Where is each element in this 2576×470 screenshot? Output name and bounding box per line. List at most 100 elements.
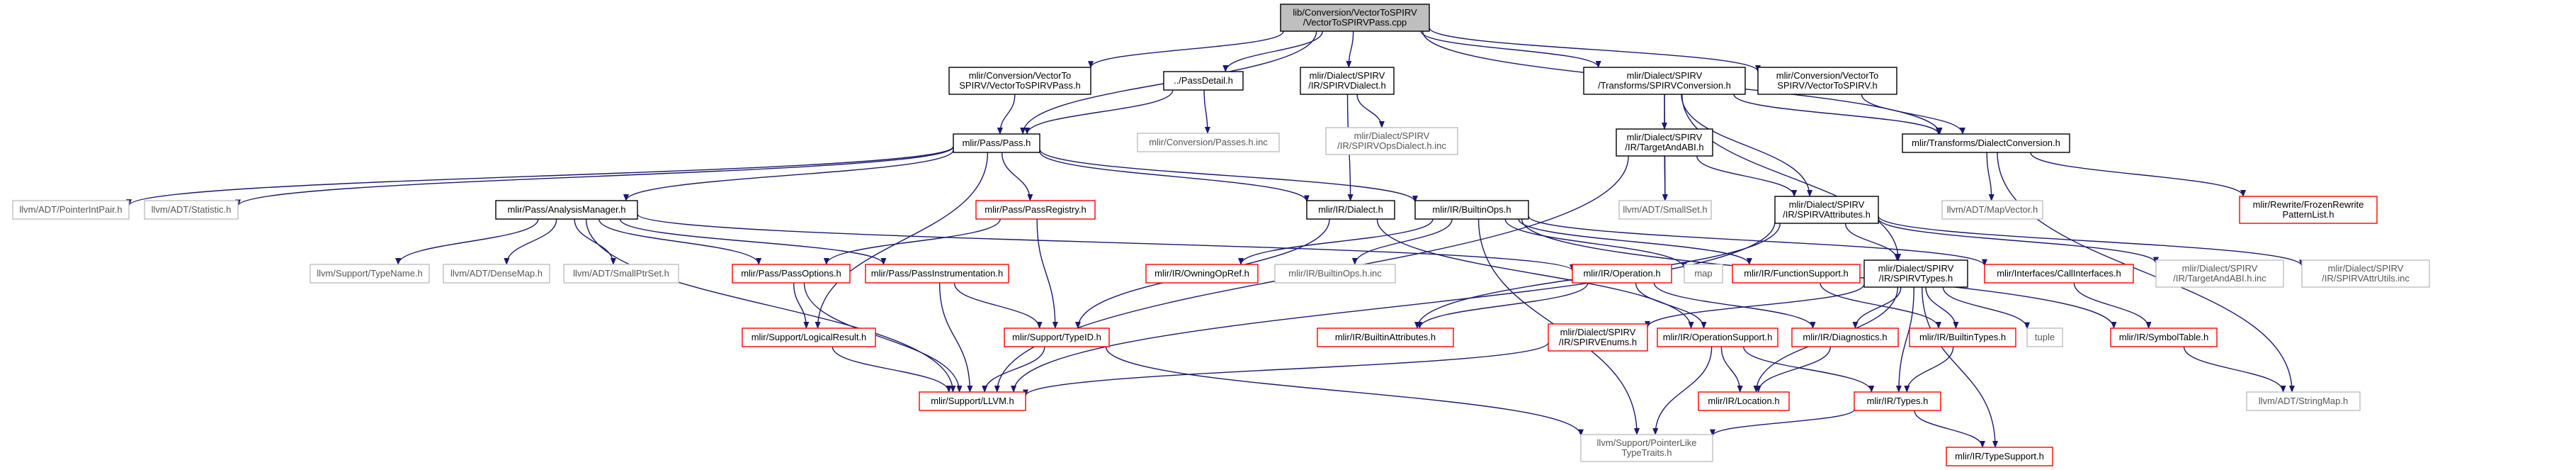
node-location[interactable]: mlir/IR/Location.h	[1698, 391, 1790, 411]
node-tuple: tuple	[2026, 328, 2063, 347]
edge-spirvtypes-to-typesupport	[1921, 286, 1999, 448]
node-label: /IR/SPIRVAttrUtils.inc	[2322, 273, 2410, 284]
node-box	[953, 133, 1040, 153]
node-box	[2239, 196, 2378, 224]
edge-root-to-spirvconv	[1420, 30, 1601, 68]
edge-pass_h-to-statistic	[235, 146, 954, 207]
node-label: mlir/Support/LogicalResult.h	[751, 332, 867, 342]
node-box	[865, 264, 1009, 284]
node-box	[1984, 264, 2134, 284]
node-pass_h[interactable]: mlir/Pass/Pass.h	[953, 133, 1040, 153]
node-root[interactable]: lib/Conversion/VectorToSPIRV/VectorToSPI…	[1280, 4, 1430, 32]
edge-passinstr-to-typeid	[953, 282, 1043, 329]
node-operation[interactable]: mlir/IR/Operation.h	[1572, 264, 1672, 284]
node-label: mlir/Pass/PassRegistry.h	[985, 204, 1086, 215]
node-box	[1137, 133, 1280, 152]
node-typeid[interactable]: mlir/Support/TypeID.h	[1004, 328, 1110, 347]
node-box	[2301, 259, 2430, 288]
node-label: lib/Conversion/VectorToSPIRV	[1293, 7, 1417, 18]
node-dialectconv[interactable]: mlir/Transforms/DialectConversion.h	[1902, 133, 2070, 153]
node-targetabi[interactable]: mlir/Dialect/SPIRV/IR/TargetAndABI.h	[1616, 128, 1713, 157]
node-vtsp_h[interactable]: mlir/Conversion/VectorToSPIRV/VectorToSP…	[948, 67, 1091, 95]
edge-root-to-vtsp_h	[1088, 30, 1284, 69]
node-funcsupport[interactable]: mlir/IR/FunctionSupport.h	[1732, 264, 1861, 284]
node-smallset: llvm/ADT/SmallSet.h	[1618, 200, 1712, 220]
node-label: ../PassDetail.h	[1174, 75, 1233, 86]
node-builtinops[interactable]: mlir/IR/BuiltinOps.h	[1414, 200, 1529, 220]
node-diagnostics[interactable]: mlir/IR/Diagnostics.h	[1791, 328, 1899, 347]
node-label: /IR/SPIRVEnums.h	[1559, 337, 1637, 347]
node-box	[948, 67, 1091, 95]
node-symboltable[interactable]: mlir/IR/SymbolTable.h	[2110, 328, 2218, 347]
node-builtinattrs[interactable]: mlir/IR/BuiltinAttributes.h	[1317, 328, 1454, 347]
edge-pass_h-to-analysismgr	[623, 150, 954, 201]
node-label: /IR/TargetAndABI.h.inc	[2173, 273, 2266, 284]
node-logicalresult[interactable]: mlir/Support/LogicalResult.h	[742, 328, 876, 347]
node-builtintypes[interactable]: mlir/IR/BuiltinTypes.h	[1909, 328, 2016, 347]
node-dialect_h[interactable]: mlir/IR/Dialect.h	[1306, 200, 1395, 220]
node-passdetail[interactable]: ../PassDetail.h	[1163, 71, 1244, 91]
node-owningopref[interactable]: mlir/IR/OwningOpRef.h	[1145, 264, 1259, 284]
edge-analysismgr-to-densemap	[504, 218, 557, 265]
node-label: mlir/Dialect/SPIRV	[1789, 199, 1865, 210]
edge-spirvattrs-to-support_llvm	[1011, 221, 1776, 393]
node-vts_h[interactable]: mlir/Conversion/VectorToSPIRV/VectorToSP…	[1757, 67, 1897, 95]
node-types_h[interactable]: mlir/IR/Types.h	[1854, 391, 1941, 411]
edge-opsupport-to-location	[1720, 346, 1743, 393]
node-label: llvm/ADT/SmallPtrSet.h	[573, 268, 669, 279]
node-spirvdialect[interactable]: mlir/Dialect/SPIRV/IR/SPIRVDialect.h	[1300, 67, 1395, 95]
edge-opsupport-to-types_h	[1742, 346, 1875, 393]
edge-root-to-vts_h	[1429, 27, 1761, 72]
edge-pass_h-to-dialect_h	[1039, 151, 1310, 203]
node-box	[1572, 264, 1672, 284]
node-box	[1274, 264, 1396, 284]
node-passoptions[interactable]: mlir/Pass/PassOptions.h	[732, 264, 851, 284]
node-label: llvm/ADT/SmallSet.h	[1623, 204, 1707, 215]
node-label: tuple	[2035, 332, 2055, 342]
node-spirvconv[interactable]: mlir/Dialect/SPIRV/Transforms/SPIRVConve…	[1583, 67, 1746, 95]
node-box	[1774, 196, 1879, 224]
node-label: /Transforms/SPIRVConversion.h	[1598, 80, 1731, 91]
edge-builtinops-to-funcsupport	[1518, 218, 1752, 265]
edge-opsupport-to-pointerlike	[1652, 346, 1713, 435]
edge-builtinops-to-owningopref	[1238, 218, 1434, 265]
node-opsupport[interactable]: mlir/IR/OperationSupport.h	[1657, 328, 1778, 347]
edge-pass_h-to-logicalresult	[815, 152, 989, 329]
node-label: mlir/Dialect/SPIRV	[1560, 327, 1636, 337]
node-support_llvm[interactable]: mlir/Support/LLVM.h	[919, 391, 1026, 411]
node-label: mlir/IR/BuiltinTypes.h	[1919, 332, 2006, 342]
node-attrutils_inc: mlir/Dialect/SPIRV/IR/SPIRVAttrUtils.inc	[2301, 259, 2430, 288]
node-analysismgr[interactable]: mlir/Pass/AnalysisManager.h	[495, 200, 638, 220]
edge-spirvtypes-to-diagnostics	[1852, 286, 1902, 329]
node-label: mlir/Conversion/VectorTo	[1776, 70, 1879, 81]
node-box	[1145, 264, 1259, 284]
node-passregistry[interactable]: mlir/Pass/PassRegistry.h	[975, 200, 1096, 220]
node-label: mlir/Pass/PassOptions.h	[741, 268, 841, 279]
node-spirvattrs[interactable]: mlir/Dialect/SPIRV/IR/SPIRVAttributes.h	[1774, 196, 1879, 224]
edge-spirvtypes-to-spirvenums	[1645, 284, 1865, 328]
node-box	[1280, 4, 1430, 32]
node-spirvenums[interactable]: mlir/Dialect/SPIRV/IR/SPIRVEnums.h	[1548, 323, 1648, 352]
node-box	[1163, 71, 1244, 91]
node-box	[1791, 328, 1899, 347]
edge-passdetail-to-pass_h	[1024, 89, 1174, 135]
node-label: mlir/Dialect/SPIRV	[1310, 70, 1385, 81]
node-passinstr[interactable]: mlir/Pass/PassInstrumentation.h	[865, 264, 1009, 284]
node-label: mlir/Dialect/SPIRV	[1354, 130, 1430, 141]
edge-root-to-spirvdialect	[1346, 30, 1354, 68]
edge-passinstr-to-support_llvm	[938, 282, 973, 393]
node-spirvtypes[interactable]: mlir/Dialect/SPIRV/IR/SPIRVTypes.h	[1863, 259, 1968, 288]
node-label: mlir/Pass/PassInstrumentation.h	[871, 268, 1003, 279]
node-typesupport[interactable]: mlir/IR/TypeSupport.h	[1946, 447, 2053, 466]
node-label: PatternList.h	[2283, 209, 2334, 220]
node-label: mlir/IR/SymbolTable.h	[2119, 332, 2208, 342]
node-callifaces[interactable]: mlir/Interfaces/CallInterfaces.h	[1984, 264, 2134, 284]
node-label: mlir/IR/TypeSupport.h	[1955, 451, 2044, 461]
edge-passoptions-to-support_llvm	[803, 282, 963, 393]
node-box	[1548, 323, 1648, 352]
node-label: /IR/SPIRVAttributes.h	[1783, 209, 1871, 220]
edge-passoptions-to-logicalresult	[793, 282, 810, 329]
